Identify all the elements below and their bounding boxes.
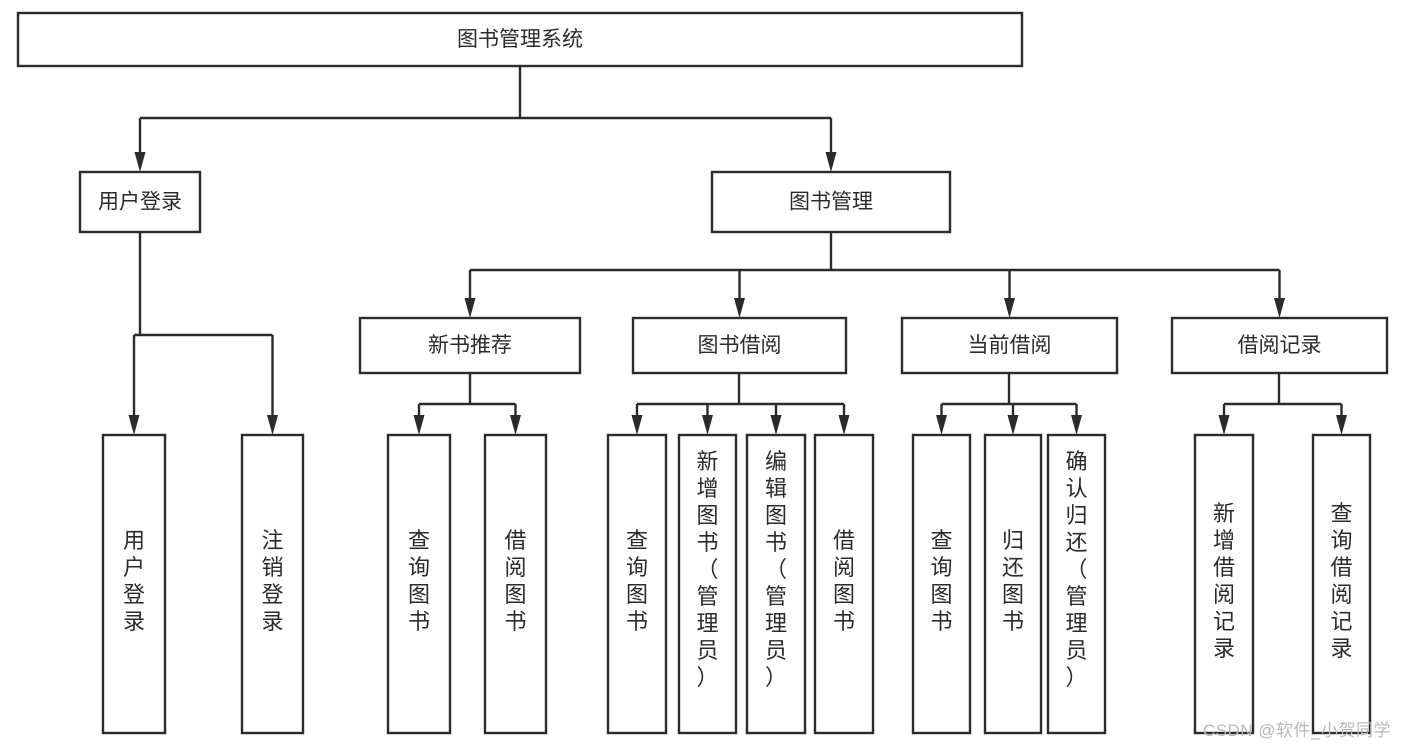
node-label-leaf-borrow-book-2: 借阅图书: [833, 528, 855, 634]
node-label-leaf-query-book-1: 查询图书: [408, 528, 430, 634]
connector-group-new-book-rec: [413, 373, 521, 435]
arrow-head-icon: [936, 415, 947, 435]
node-root[interactable]: 图书管理系统: [16, 11, 1024, 68]
node-leaf-borrow-book-1[interactable]: 借阅图书: [483, 433, 548, 735]
node-book-manage[interactable]: 图书管理: [710, 170, 952, 234]
arrow-head-icon: [1071, 415, 1082, 435]
connector-group-borrow-record: [1218, 373, 1347, 435]
node-leaf-query-book-1[interactable]: 查询图书: [386, 433, 452, 735]
node-label-leaf-confirm-return-admin: 确认归还（管理员）: [1065, 449, 1087, 690]
arrow-head-icon: [1004, 298, 1015, 318]
node-label-leaf-user-login: 用户登录: [123, 528, 145, 634]
node-label-leaf-query-borrow-record: 查询借阅记录: [1330, 501, 1352, 661]
node-label-borrow-record: 借阅记录: [1238, 334, 1322, 357]
arrow-head-icon: [267, 415, 278, 435]
node-leaf-query-borrow-record[interactable]: 查询借阅记录: [1311, 433, 1372, 735]
node-leaf-add-book-admin[interactable]: 新增图书（管理员）: [677, 433, 738, 735]
arrow-head-icon: [134, 152, 146, 172]
arrow-head-icon: [838, 415, 850, 435]
connector-group-current-borrow: [936, 373, 1082, 435]
arrow-head-icon: [734, 298, 745, 318]
node-box-leaf-add-borrow-record[interactable]: [1193, 433, 1255, 735]
node-leaf-edit-book-admin[interactable]: 编辑图书（管理员）: [745, 433, 807, 735]
node-leaf-logout[interactable]: 注销登录: [240, 433, 305, 735]
node-book-borrow[interactable]: 图书借阅: [631, 316, 848, 375]
node-leaf-confirm-return-admin[interactable]: 确认归还（管理员）: [1046, 433, 1107, 735]
node-box-borrow-record[interactable]: [1170, 316, 1389, 375]
node-box-leaf-query-book-3[interactable]: [911, 433, 972, 735]
node-box-leaf-edit-book-admin[interactable]: [745, 433, 807, 735]
node-label-book-borrow: 图书借阅: [698, 334, 782, 357]
arrow-head-icon: [1218, 415, 1230, 435]
connector-group-book-manage: [464, 232, 1285, 318]
node-box-leaf-add-book-admin[interactable]: [677, 433, 738, 735]
node-label-leaf-add-book-admin: 新增图书（管理员）: [696, 449, 718, 690]
node-label-leaf-query-book-2: 查询图书: [626, 528, 648, 634]
node-box-new-book-rec[interactable]: [358, 316, 582, 375]
node-leaf-return-book[interactable]: 归还图书: [983, 433, 1043, 735]
arrow-head-icon: [1007, 415, 1019, 435]
node-box-leaf-query-borrow-record[interactable]: [1311, 433, 1372, 735]
arrow-head-icon: [702, 415, 713, 435]
node-label-current-borrow: 当前借阅: [968, 334, 1052, 357]
node-leaf-query-book-3[interactable]: 查询图书: [911, 433, 972, 735]
node-label-leaf-logout: 注销登录: [261, 528, 283, 634]
node-box-leaf-query-book-1[interactable]: [386, 433, 452, 735]
node-leaf-borrow-book-2[interactable]: 借阅图书: [813, 433, 875, 735]
nodes-layer: 图书管理系统用户登录图书管理新书推荐图书借阅当前借阅借阅记录用户登录注销登录查询…: [16, 11, 1389, 735]
node-leaf-query-book-2[interactable]: 查询图书: [606, 433, 668, 735]
connector-group-book-borrow: [631, 373, 850, 435]
connector-group-root: [134, 66, 837, 172]
connector-group-user-login: [128, 232, 278, 435]
node-box-root[interactable]: [16, 11, 1024, 68]
node-box-user-login[interactable]: [78, 170, 202, 234]
node-box-leaf-borrow-book-1[interactable]: [483, 433, 548, 735]
node-box-book-manage[interactable]: [710, 170, 952, 234]
arrow-head-icon: [413, 415, 425, 435]
node-label-leaf-edit-book-admin: 编辑图书（管理员）: [765, 449, 787, 690]
node-current-borrow[interactable]: 当前借阅: [900, 316, 1119, 375]
node-box-leaf-borrow-book-2[interactable]: [813, 433, 875, 735]
arrow-head-icon: [770, 415, 782, 435]
node-label-leaf-query-book-3: 查询图书: [930, 528, 952, 634]
connectors-layer: [128, 66, 1347, 435]
node-borrow-record[interactable]: 借阅记录: [1170, 316, 1389, 375]
node-label-new-book-rec: 新书推荐: [428, 334, 512, 357]
node-label-leaf-add-borrow-record: 新增借阅记录: [1213, 501, 1235, 661]
arrow-head-icon: [464, 298, 476, 318]
node-label-user-login: 用户登录: [98, 191, 182, 214]
node-label-leaf-return-book: 归还图书: [1002, 528, 1024, 634]
arrow-head-icon: [510, 415, 521, 435]
node-label-leaf-borrow-book-1: 借阅图书: [504, 528, 526, 634]
node-leaf-user-login[interactable]: 用户登录: [101, 433, 167, 735]
node-box-book-borrow[interactable]: [631, 316, 848, 375]
node-box-current-borrow[interactable]: [900, 316, 1119, 375]
arrow-head-icon: [1336, 415, 1347, 435]
node-box-leaf-return-book[interactable]: [983, 433, 1043, 735]
arrow-head-icon: [825, 152, 837, 172]
arrow-head-icon: [128, 415, 140, 435]
arrow-head-icon: [631, 415, 643, 435]
arrow-head-icon: [1274, 298, 1285, 318]
node-box-leaf-query-book-2[interactable]: [606, 433, 668, 735]
node-leaf-add-borrow-record[interactable]: 新增借阅记录: [1193, 433, 1255, 735]
node-new-book-rec[interactable]: 新书推荐: [358, 316, 582, 375]
node-user-login[interactable]: 用户登录: [78, 170, 202, 234]
node-label-root: 图书管理系统: [457, 28, 583, 51]
node-box-leaf-user-login[interactable]: [101, 433, 167, 735]
node-box-leaf-logout[interactable]: [240, 433, 305, 735]
node-box-leaf-confirm-return-admin[interactable]: [1046, 433, 1107, 735]
node-label-book-manage: 图书管理: [789, 191, 873, 214]
